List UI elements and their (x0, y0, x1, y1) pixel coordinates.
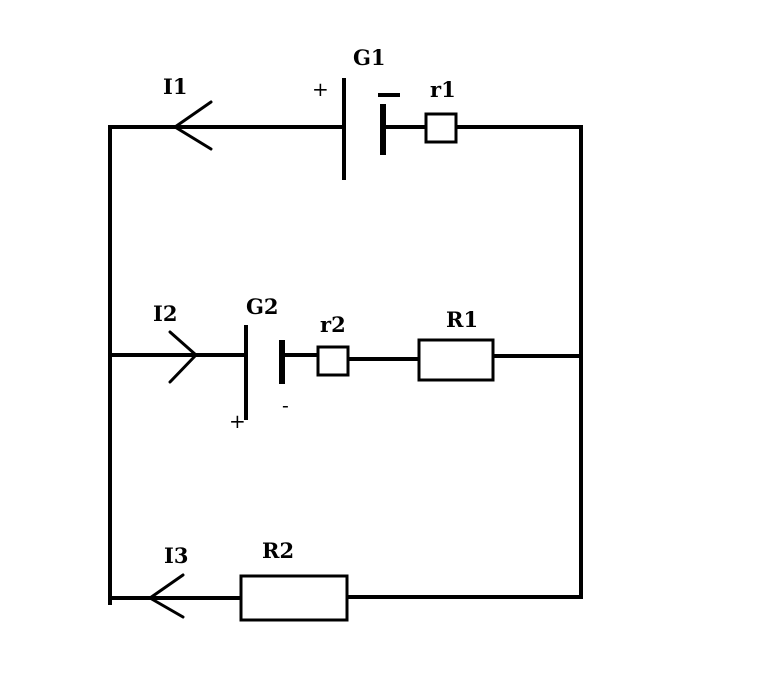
label-I1: I1 (163, 74, 187, 99)
i1-arrow-icon (173, 100, 213, 151)
label-r2: r2 (320, 312, 346, 337)
r1-internal-resistor (424, 112, 458, 144)
i2-arrow-icon (168, 330, 198, 384)
g2-minus-sign: - (282, 393, 289, 417)
label-I2: I2 (153, 301, 177, 326)
R1-resistor (417, 338, 495, 382)
label-I3: I3 (164, 543, 188, 568)
g1-plus-sign: + (312, 77, 329, 101)
label-G1: G1 (353, 45, 386, 70)
label-G2: G2 (246, 294, 279, 319)
i3-arrow-icon (148, 573, 185, 619)
label-R1: R1 (446, 307, 478, 332)
g2-plus-sign: + (229, 409, 246, 433)
R2-resistor (239, 574, 349, 622)
r2-internal-resistor (316, 345, 350, 377)
label-r1: r1 (430, 77, 456, 102)
label-R2: R2 (262, 538, 294, 563)
